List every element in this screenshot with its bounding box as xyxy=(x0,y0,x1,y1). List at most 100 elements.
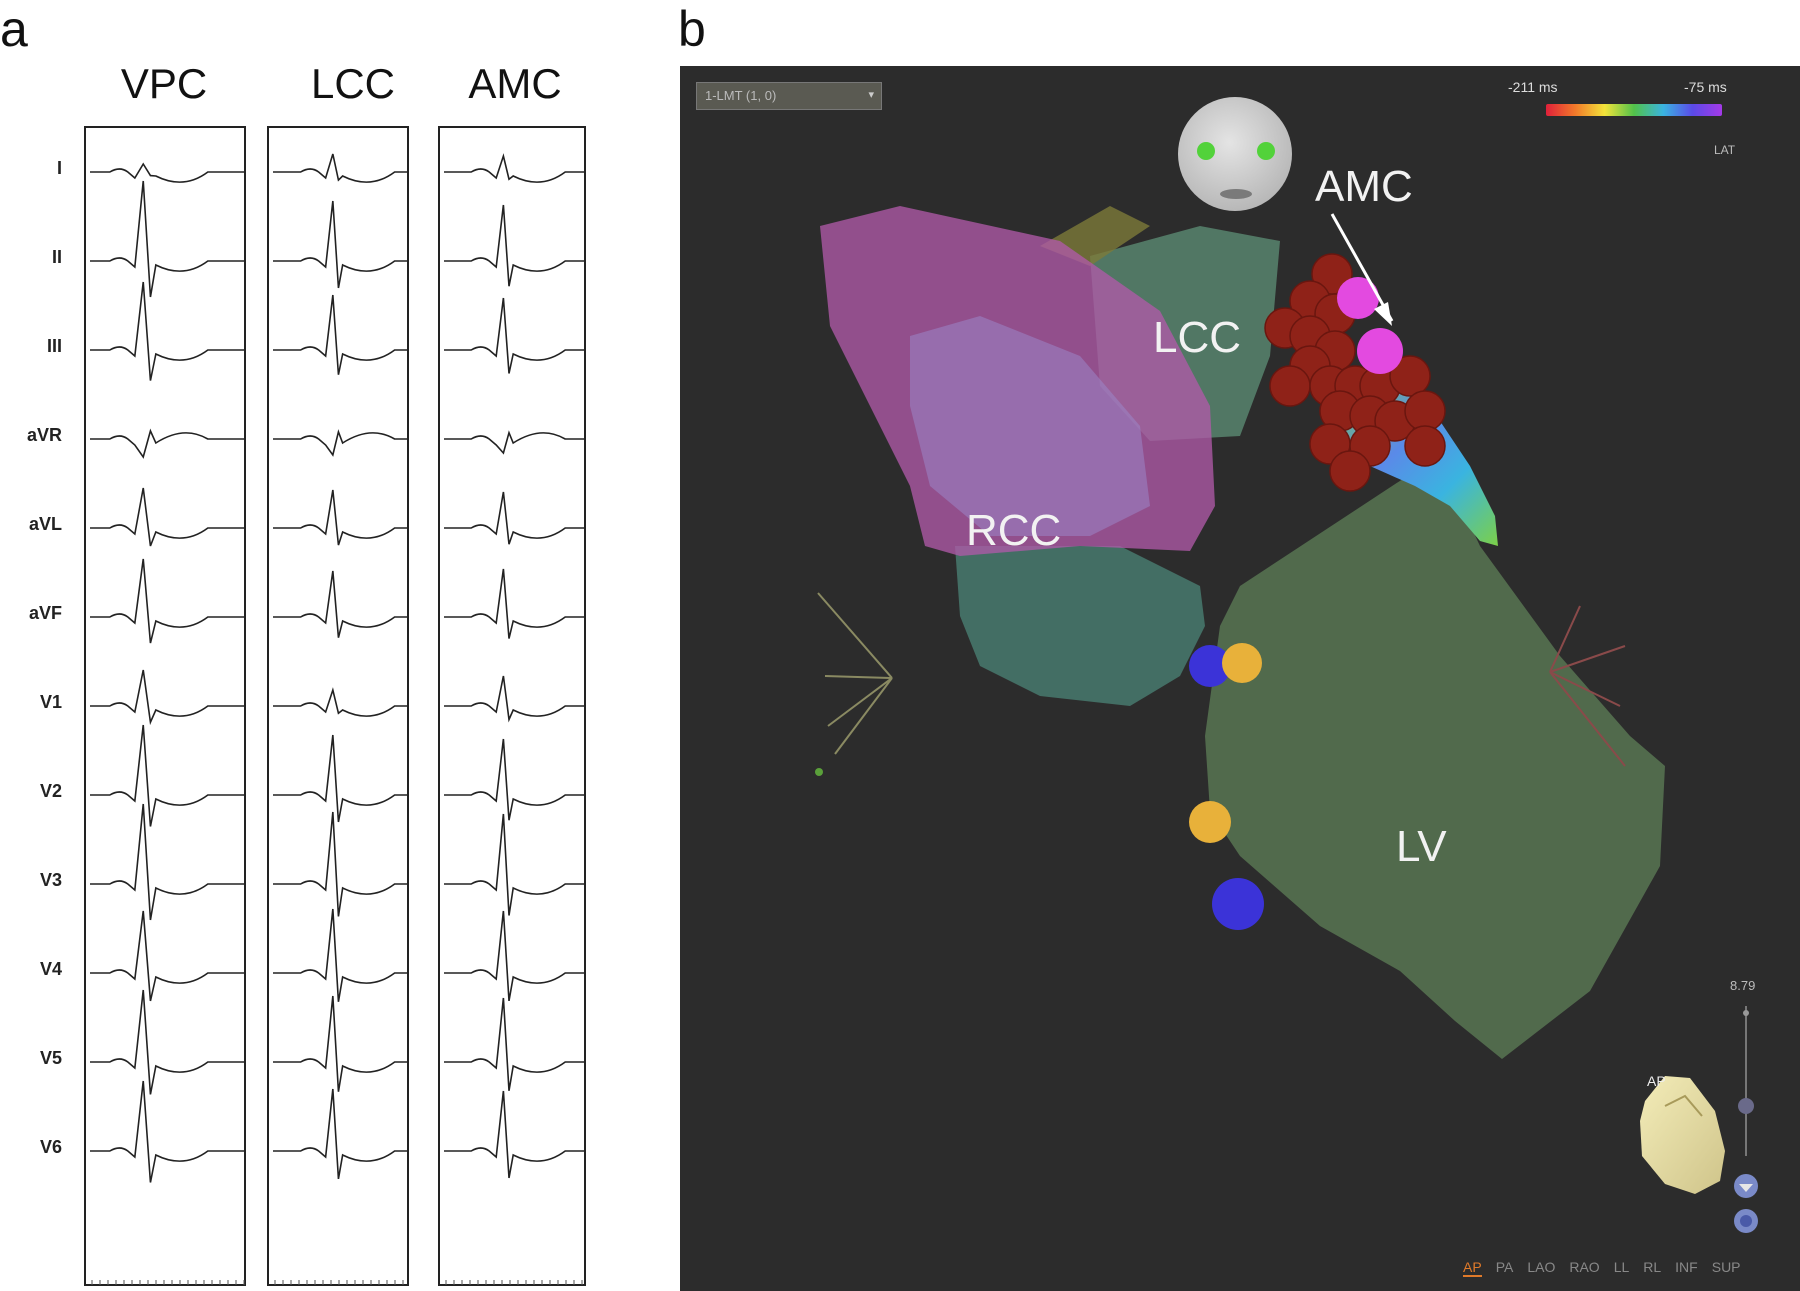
lat-label: LAT xyxy=(1714,143,1736,157)
map-graphics xyxy=(815,97,1758,1233)
ecg-trace xyxy=(273,687,407,717)
zoom-slider[interactable] xyxy=(1734,1006,1758,1233)
ecg-traces-vpc xyxy=(90,162,245,1285)
view-button-inf[interactable]: INF xyxy=(1675,1259,1698,1275)
ecg-traces-lcc xyxy=(273,153,407,1285)
ecg-trace xyxy=(90,989,244,1095)
view-button-pa[interactable]: PA xyxy=(1495,1259,1514,1275)
ecg-trace xyxy=(273,734,407,823)
axis-indicator-left xyxy=(817,592,893,755)
ecg-trace xyxy=(444,738,584,821)
ecg-trace xyxy=(90,1080,244,1183)
column-title-vpc: VPC xyxy=(120,60,208,107)
view-button-ll[interactable]: LL xyxy=(1613,1259,1630,1275)
lead-label: aVL xyxy=(28,514,62,534)
heart-orientation-icon xyxy=(1640,1076,1725,1194)
colorbar-min-label: -211 ms xyxy=(1508,79,1558,95)
ecg-box-amc xyxy=(438,126,586,1286)
view-button-rao[interactable]: RAO xyxy=(1569,1259,1600,1275)
head-orientation-icon xyxy=(1178,97,1292,211)
map-selector-dropdown[interactable]: 1-LMT (1, 0) ▾ xyxy=(696,82,882,110)
ecg-trace xyxy=(273,489,407,546)
blue-marker xyxy=(1189,645,1231,687)
magenta-point xyxy=(1357,328,1403,374)
amc-arrowhead xyxy=(1374,302,1392,326)
ecg-trace xyxy=(273,153,407,183)
colorbar-max-label: -75 ms xyxy=(1684,79,1727,95)
ecg-trace xyxy=(273,1088,407,1180)
ecg-trace xyxy=(444,491,584,545)
label-lv: LV xyxy=(1396,822,1447,871)
lead-label: II xyxy=(51,247,62,267)
lead-label: V6 xyxy=(39,1137,62,1157)
electroanatomic-map[interactable]: 1-LMT (1, 0) ▾ -211 ms -75 ms LAT AMC LC… xyxy=(680,66,1800,1291)
label-lcc: LCC xyxy=(1153,313,1242,362)
ecg-trace xyxy=(444,910,584,1002)
ablation-point xyxy=(1389,355,1431,397)
lead-label: V4 xyxy=(39,959,62,979)
ecg-trace xyxy=(273,811,407,917)
ecg-trace xyxy=(444,568,584,639)
ecg-trace xyxy=(90,162,244,183)
view-button-lao[interactable]: LAO xyxy=(1527,1259,1556,1275)
ecg-traces-amc xyxy=(444,153,584,1285)
blue-marker xyxy=(1212,878,1264,930)
ecg-box-lcc xyxy=(267,126,409,1286)
ecg-trace xyxy=(90,428,244,459)
zoom-value: 8.79 xyxy=(1730,978,1756,993)
chevron-down-icon: ▾ xyxy=(868,89,874,101)
ecg-trace xyxy=(444,675,584,723)
view-button-rl[interactable]: RL xyxy=(1643,1259,1662,1275)
column-title-amc: AMC xyxy=(468,60,562,107)
view-buttons: AP PA LAO RAO LL RL INF SUP xyxy=(1463,1259,1755,1277)
ecg-trace xyxy=(444,1090,584,1179)
ecg-trace xyxy=(90,803,244,921)
lead-label: V2 xyxy=(39,781,62,801)
ecg-trace xyxy=(90,487,244,547)
ecg-trace xyxy=(90,910,244,1002)
ecg-trace xyxy=(444,204,584,287)
ecg-trace xyxy=(90,669,244,726)
aortic-root xyxy=(955,546,1205,706)
panel-b-letter: b xyxy=(678,1,706,57)
ablation-point xyxy=(1269,365,1311,407)
ecg-trace xyxy=(273,429,407,457)
ecg-trace xyxy=(444,153,584,183)
lat-colorbar xyxy=(1546,104,1722,116)
view-button-ap[interactable]: AP xyxy=(1463,1259,1482,1277)
lead-label: V1 xyxy=(39,692,62,712)
column-title-lcc: LCC xyxy=(310,60,396,107)
amc-arrow xyxy=(1330,213,1394,322)
ecg-trace xyxy=(273,200,407,289)
magenta-point xyxy=(1337,277,1379,319)
lead-label: V5 xyxy=(39,1048,62,1068)
ecg-trace xyxy=(90,558,244,644)
lead-label: III xyxy=(46,336,62,356)
rcc-overlap xyxy=(910,316,1150,536)
map-selector-value: 1-LMT (1, 0) xyxy=(705,88,777,103)
lead-label: aVR xyxy=(26,425,62,445)
lv-shell xyxy=(1205,461,1665,1059)
ecg-box-vpc xyxy=(84,126,246,1286)
ablation-point xyxy=(1404,425,1446,467)
ablation-points xyxy=(1264,253,1446,492)
ecg-trace xyxy=(273,908,407,1002)
ecg-trace xyxy=(273,570,407,638)
view-button-sup[interactable]: SUP xyxy=(1711,1259,1741,1275)
ecg-trace xyxy=(90,180,244,298)
label-rcc: RCC xyxy=(966,506,1062,555)
lead-label: I xyxy=(56,158,62,178)
label-amc: AMC xyxy=(1315,162,1413,211)
ecg-trace xyxy=(273,995,407,1092)
yellow-marker xyxy=(1222,643,1262,683)
ablation-point xyxy=(1329,450,1371,492)
axis-indicator-right xyxy=(1549,605,1626,767)
axis-dot xyxy=(815,768,823,776)
orientation-tag: AP xyxy=(1647,1073,1666,1089)
lead-label: V3 xyxy=(39,870,62,890)
ecg-trace xyxy=(90,281,244,381)
ecg-trace xyxy=(273,294,407,375)
lead-label: aVF xyxy=(28,603,62,623)
ecg-trace xyxy=(444,297,584,374)
ecg-trace xyxy=(444,430,584,455)
